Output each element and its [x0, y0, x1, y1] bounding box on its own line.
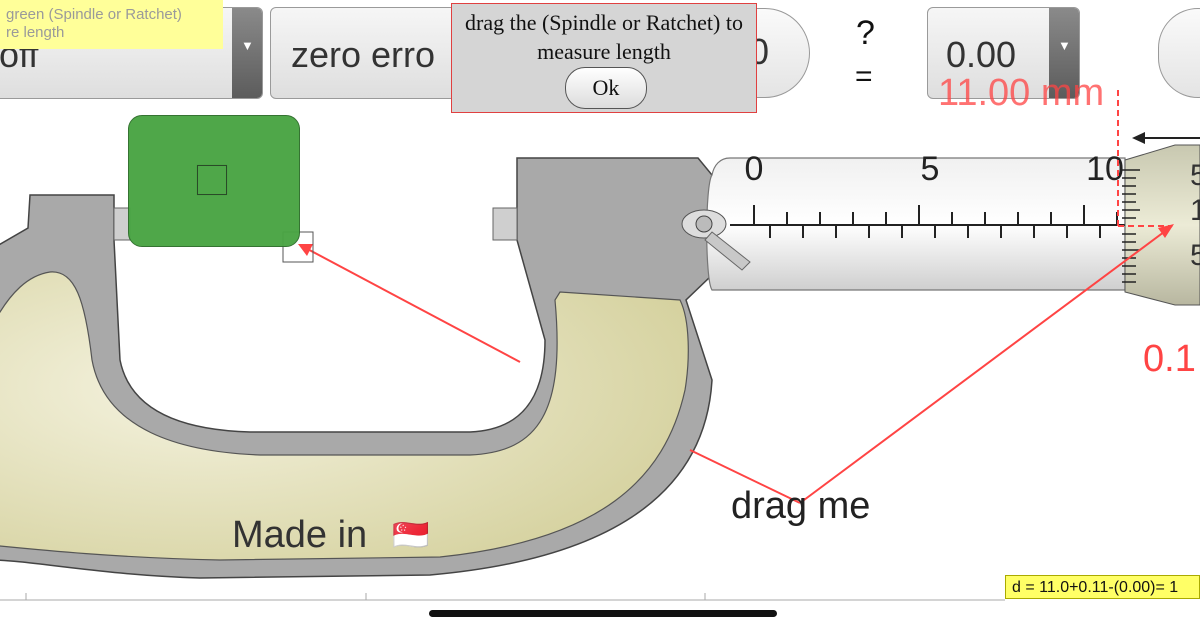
- main-reading: 11.00 mm: [938, 72, 1105, 114]
- question-mark: ?: [856, 14, 875, 52]
- chevron-down-icon: ▼: [241, 38, 254, 53]
- dropdown-result[interactable]: 0.00 ▼: [927, 7, 1080, 99]
- thimble-label-bottom: 5: [1190, 239, 1200, 272]
- thimble-label-mid: 1: [1190, 194, 1200, 227]
- arrow-head-icon: [1132, 132, 1145, 144]
- green-drag-block[interactable]: [128, 115, 300, 247]
- chevron-down-icon: ▼: [1058, 38, 1071, 53]
- frame-inner: [0, 271, 689, 561]
- instruction-dialog: drag the (Spindle or Ratchet) to measure…: [451, 3, 757, 113]
- main-scale-label-0: 0: [745, 150, 764, 188]
- made-in-label: Made in: [232, 514, 368, 556]
- main-scale-ticks: [753, 205, 1118, 238]
- dropdown-mode-arrow[interactable]: ▼: [232, 8, 262, 98]
- drag-line-frame: [689, 449, 801, 504]
- thimble-ticks: [1122, 169, 1140, 283]
- formula-status: d = 11.0+0.11-(0.00)= 1: [1005, 575, 1200, 599]
- thimble-reading: 0.1: [1143, 338, 1196, 380]
- home-indicator[interactable]: [429, 610, 777, 617]
- green-block-marker: [197, 165, 227, 195]
- ok-button[interactable]: Ok: [565, 67, 647, 109]
- equals-sign: =: [855, 60, 873, 93]
- tooltip-line-2: re length: [6, 24, 65, 41]
- tooltip-line-1: green (Spindle or Ratchet): [6, 6, 182, 23]
- singapore-flag-icon: 🇸🇬: [392, 519, 430, 552]
- dropdown-result-value: 0.00: [946, 34, 1017, 75]
- arrow-head-icon: [1158, 224, 1174, 238]
- lock-lever: [704, 231, 751, 271]
- arrow-head-icon: [298, 244, 313, 256]
- spindle-stub: [492, 207, 518, 241]
- thimble-label-top: 5: [1190, 159, 1200, 192]
- main-scale-label-5: 5: [921, 150, 940, 188]
- help-tooltip: green (Spindle or Ratchet) re length: [0, 0, 223, 49]
- dialog-message: drag the (Spindle or Ratchet) to measure…: [465, 10, 743, 64]
- drag-line-to-green: [299, 244, 521, 363]
- drag-me-label[interactable]: drag me: [731, 485, 871, 527]
- dropdown-zero-error-value: zero erro: [291, 34, 436, 75]
- drag-line-to-thimble: [799, 225, 1173, 504]
- lock-nut-screw: [695, 215, 713, 233]
- dropdown-result-arrow[interactable]: ▼: [1049, 8, 1079, 98]
